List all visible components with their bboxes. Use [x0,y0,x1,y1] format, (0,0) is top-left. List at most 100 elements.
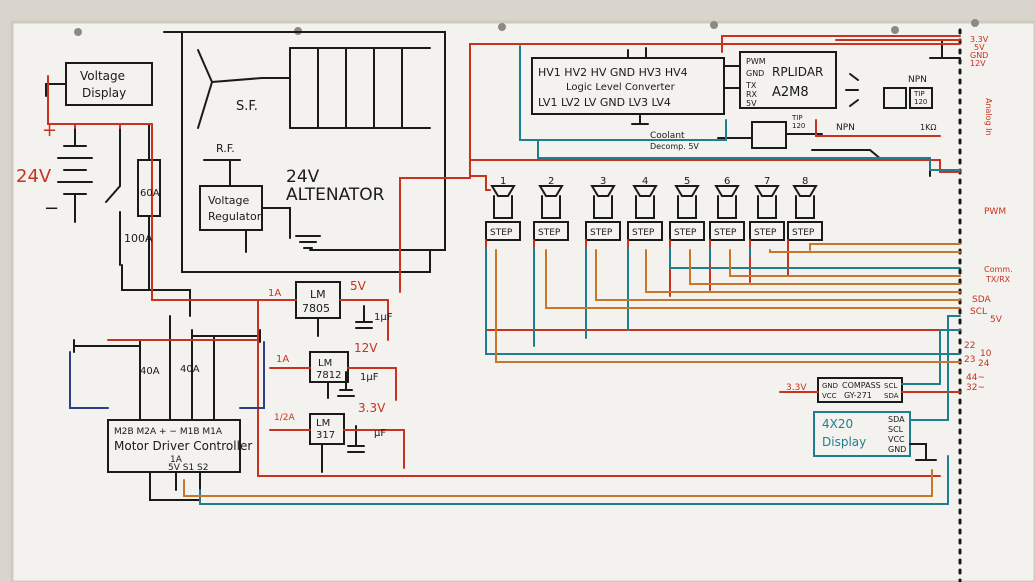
compass-supply: 3.3V [786,383,807,393]
rail-12v: 12V [970,59,986,68]
lidar-pin-5v: 5V [746,99,757,108]
rail-5v-b: 5V [990,315,1003,325]
stepper-number: 3 [600,176,606,187]
stator-field-label: S.F. [236,99,258,114]
lm7812-name: LM [318,358,332,369]
resistor-label: 1KΩ [920,123,936,132]
display-pin-sda: SDA [888,415,905,424]
battery-voltage-label: 24V [16,166,52,187]
fuse-100a-label: 100A [124,232,153,245]
display-box [813,411,911,457]
compass-pin-vcc: VCC [822,392,837,400]
compass-pin-scl: SCL [884,382,897,390]
compass-box [817,377,903,403]
stepper-number: 1 [500,176,506,187]
voltage-display-label: Voltage [80,69,125,83]
rail-5v: 5V [974,43,985,52]
compass-pin-gnd: GND [822,382,838,390]
lidar-model: A2M8 [772,85,809,100]
tip120-a: TIP [791,114,803,122]
stepper-number: 5 [684,176,690,187]
stepper-driver-label: STEP [792,228,815,238]
coolant-label: Coolant [650,131,685,141]
voltage-display-label-2: Display [82,86,126,100]
fuse-60a-label: 60A [140,188,160,199]
compass-pin-sda: SDA [884,392,899,400]
display-pin-gnd: GND [888,445,906,454]
rail-pwm: PWM [984,207,1006,217]
display-name: 4X20 [822,417,853,431]
stepper-driver-label: STEP [632,228,655,238]
npn-label-2: NPN [836,123,855,133]
npn-label-1: NPN [908,75,927,85]
compass-model: GY-271 [844,391,872,400]
rail-comm: Comm. [984,265,1013,274]
lm7805-name-2: 7805 [302,302,330,315]
stepper-driver-label: STEP [590,228,613,238]
stepper-driver-label: STEP [674,228,697,238]
lidar-name: RPLIDAR [772,65,823,79]
rail-44: 44~ [966,373,985,383]
rail-22: 22 [964,341,975,351]
lm317-name-2: 317 [316,430,335,441]
rail-32: 32~ [966,383,985,393]
lm317-fuse: 1/2A [274,413,295,423]
lidar-pin-gnd: GND [746,69,764,78]
board-clips [74,19,979,36]
lm7812-cap: 1µF [360,372,379,383]
tip120-b: TIP [913,90,925,98]
coolant-label-2: Decomp. 5V [650,142,699,151]
stepper-driver-label: STEP [538,228,561,238]
stepper-driver-boxes [485,221,823,241]
motor-fuse-right: 40A [180,364,200,375]
battery-plus: + [42,120,57,141]
rotor-field-label: R.F. [216,142,235,155]
navy-wiring [69,341,265,409]
lm7812-voltage: 12V [354,341,378,355]
stepper-number: 8 [802,176,808,187]
battery-minus: − [44,198,59,219]
rail-txrx: TX/RX [985,275,1011,284]
llc-bottom-pins: LV1 LV2 LV GND LV3 LV4 [538,96,671,109]
rail-33v: 3.3V [970,35,989,44]
motor-driver-pins-bottom: 5V S1 S2 [168,463,208,473]
motor-driver-pin-1a: 1A [170,455,183,465]
stepper-number: 2 [548,176,554,187]
lm7805-voltage: 5V [350,279,367,293]
motor-fuse-left: 40A [140,366,160,377]
orange-wiring [183,243,961,497]
display-name-2: Display [822,435,866,449]
lm317-voltage: 3.3V [358,401,386,415]
rplidar-box [739,51,837,109]
rail-23: 23 [964,355,975,365]
display-pin-scl: SCL [888,425,904,434]
lm7812-name-2: 7812 [316,370,341,381]
rail-sda: SDA [972,295,991,305]
rail-scl: SCL [970,307,987,317]
lm7805-cap: 1µF [374,312,393,323]
tip120-b-2: 120 [914,98,927,106]
motor-driver-box [107,419,241,473]
lm317-cap: µF [374,428,386,439]
lm7805-fuse: 1A [268,288,281,299]
rail-gnd: GND [970,51,988,60]
compass-name: COMPASS [842,381,881,390]
llc-top-pins: HV1 HV2 HV GND HV3 HV4 [538,66,688,79]
display-pin-vcc: VCC [888,435,905,444]
stepper-driver-label: STEP [754,228,777,238]
lm7805-name: LM [310,288,326,301]
voltage-regulator-label: Voltage [208,194,249,207]
stepper-number: 7 [764,176,770,187]
voltage-regulator-label-2: Regulator [208,210,262,223]
lidar-pin-tx: TX [745,81,757,90]
stepper-shapes [490,185,818,219]
diagram-labels: Voltage Display 24V + − 60A 100A S.F. R.… [16,35,1013,473]
rail-24: 24 [978,359,990,369]
tip120-a-2: 120 [792,122,805,130]
lidar-pin-rx: RX [746,90,758,99]
stepper-driver-label: STEP [490,228,513,238]
rail-analog: Analog In [984,98,993,136]
llc-name: Logic Level Converter [566,82,676,93]
motor-driver-name: Motor Driver Controller [114,439,252,453]
